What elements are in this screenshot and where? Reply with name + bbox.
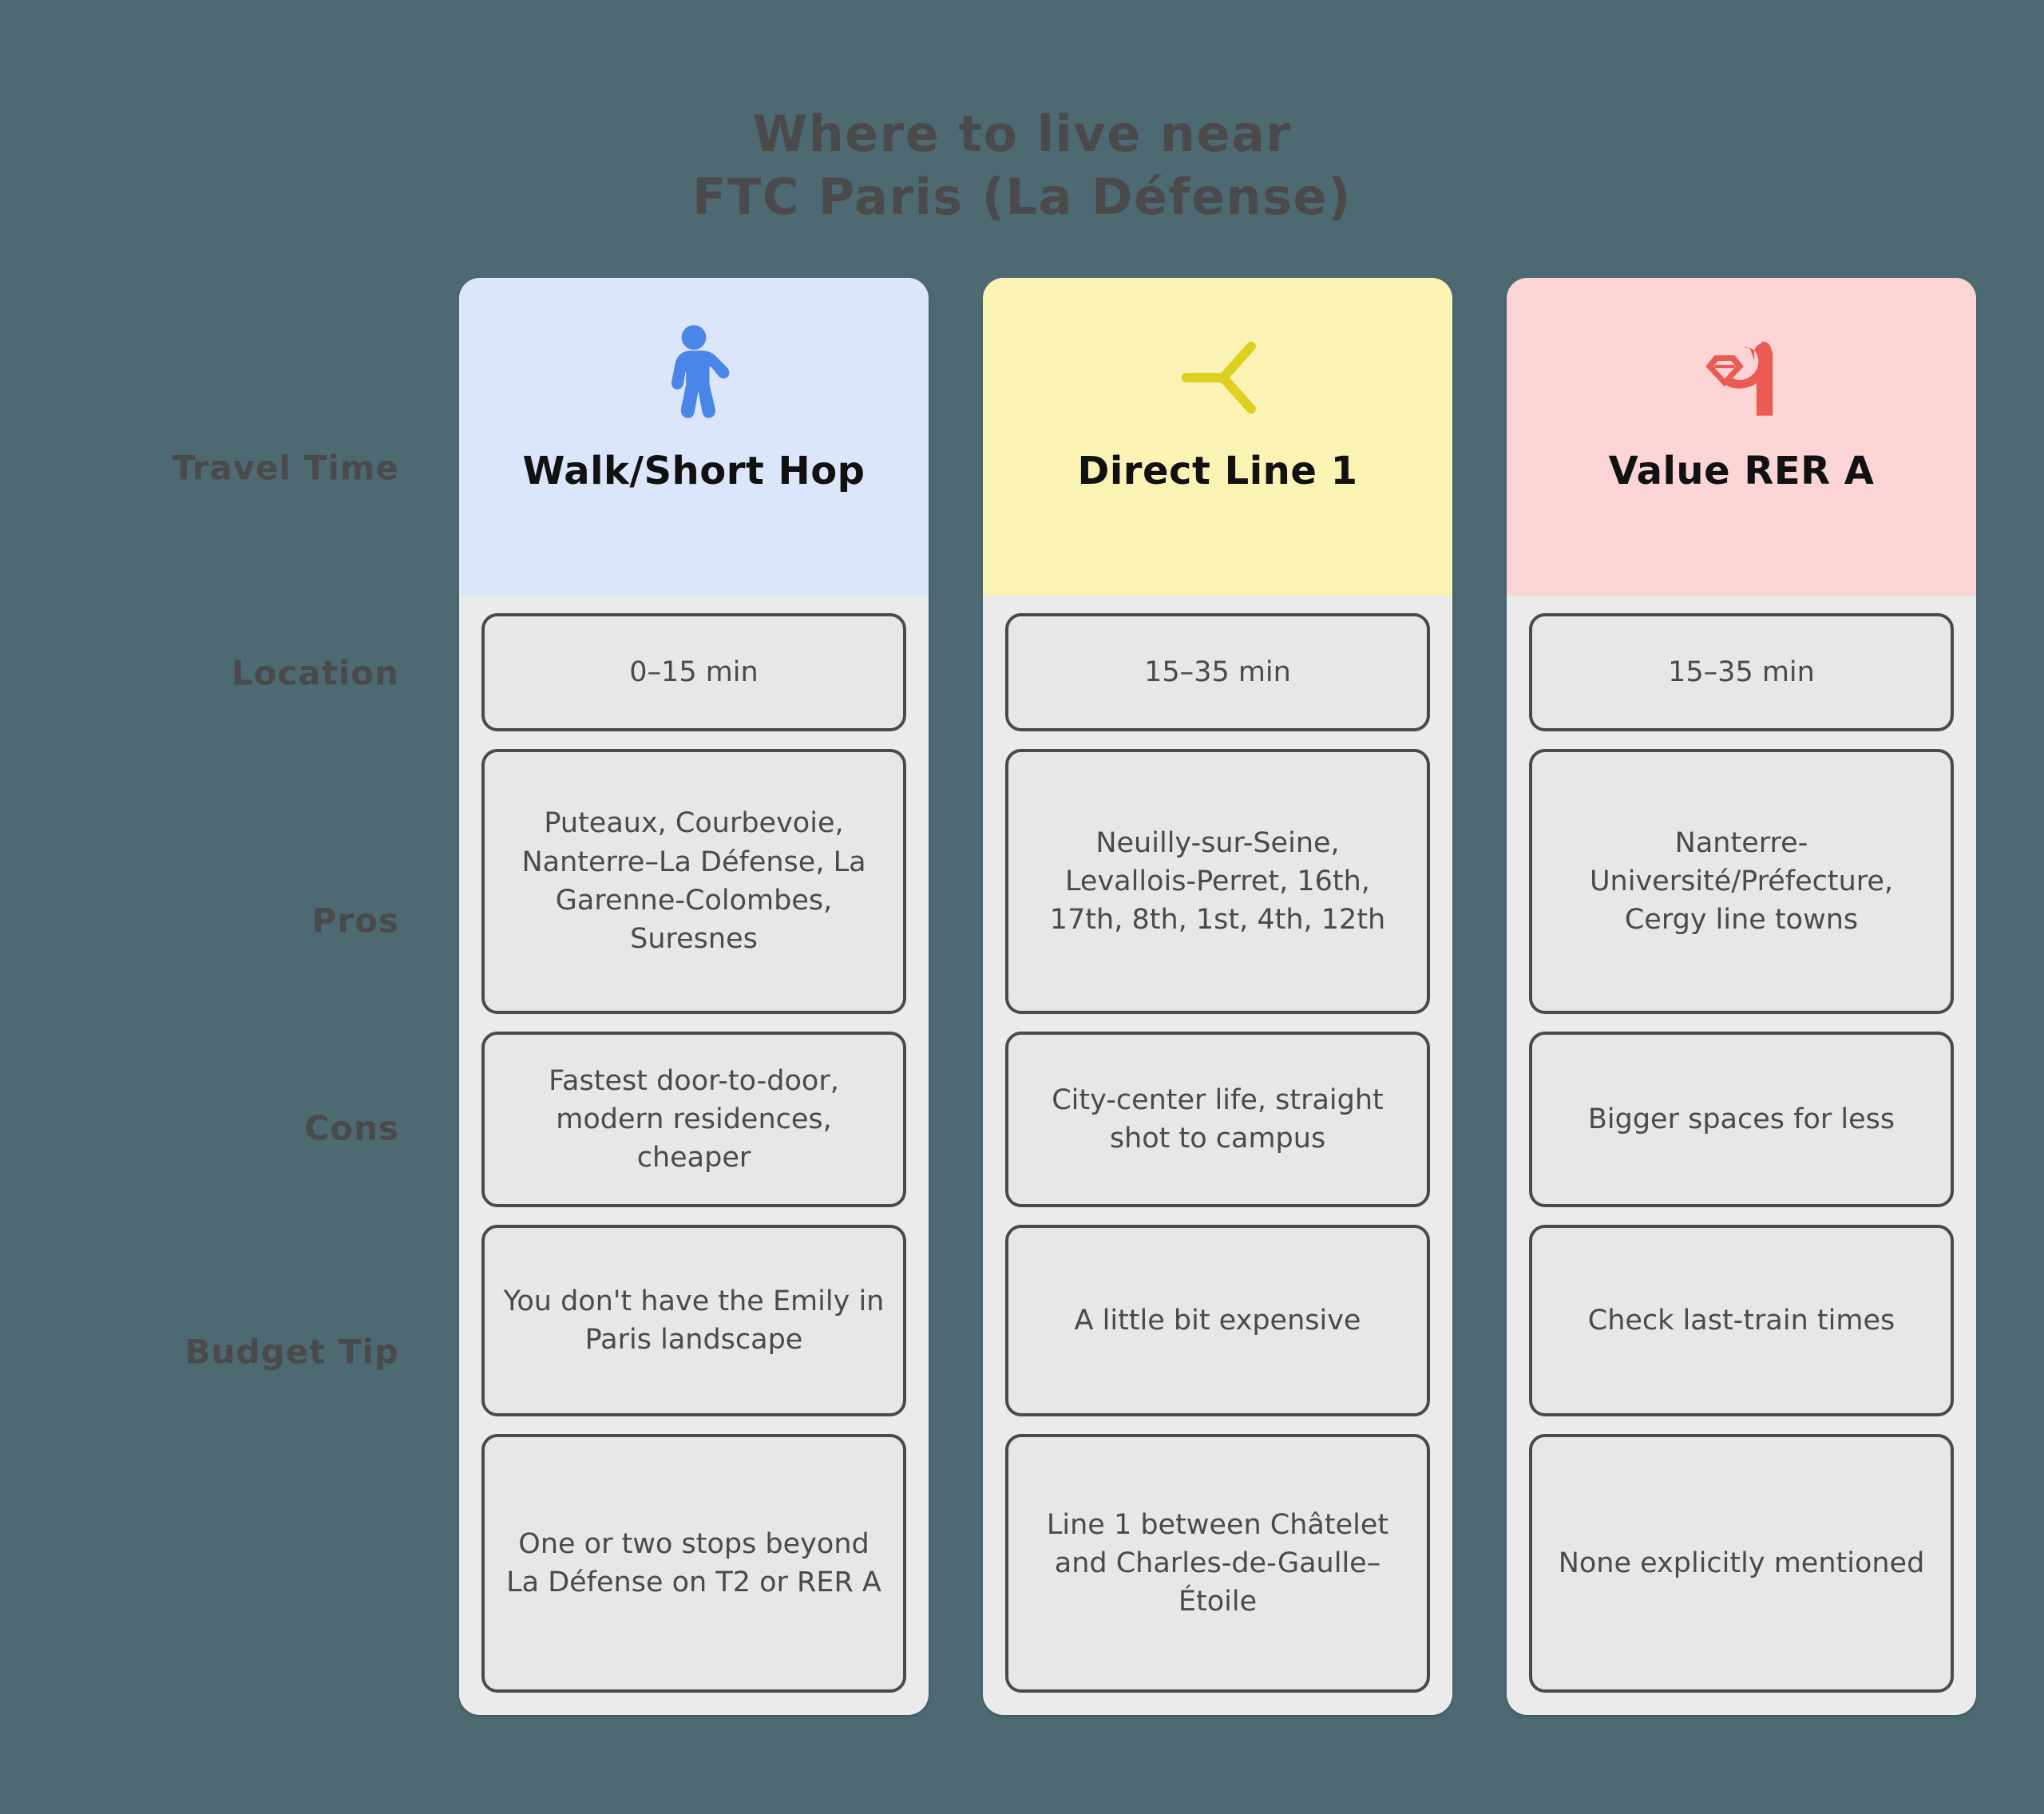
card-body-direct-line-1: 15–35 min Neuilly-sur-Seine, Levallois-P… [983, 596, 1452, 1715]
page-title-line-1: Where to live near [752, 105, 1292, 163]
cell-pros: Bigger spaces for less [1529, 1032, 1954, 1207]
row-label-travel-time: Travel Time [172, 448, 399, 488]
card-title-direct-line-1: Direct Line 1 [1077, 449, 1358, 493]
row-label-location: Location [231, 653, 399, 693]
card-value-rer-a[interactable]: Value RER A 15–35 min Nanterre-Universit… [1507, 278, 1976, 1715]
card-header-walk-short-hop: Walk/Short Hop [459, 278, 929, 596]
route-junction-icon [1158, 318, 1278, 438]
cell-location: Neuilly-sur-Seine, Levallois-Perret, 16t… [1005, 749, 1430, 1014]
walking-person-icon [634, 318, 754, 438]
card-walk-short-hop[interactable]: Walk/Short Hop 0–15 min Puteaux, Courbev… [459, 278, 929, 1715]
card-header-direct-line-1: Direct Line 1 [983, 278, 1452, 596]
card-title-value-rer-a: Value RER A [1608, 449, 1875, 493]
cell-cons: A little bit expensive [1005, 1225, 1430, 1416]
card-title-walk-short-hop: Walk/Short Hop [522, 449, 866, 493]
row-label-cons: Cons [304, 1108, 399, 1148]
cell-cons: You don't have the Emily in Paris landsc… [481, 1225, 906, 1416]
row-label-pros: Pros [311, 901, 399, 941]
cell-location: Nanterre-Université/Préfecture, Cergy li… [1529, 749, 1954, 1014]
row-label-budget-tip: Budget Tip [184, 1332, 399, 1372]
cell-travel-time: 15–35 min [1529, 613, 1954, 731]
row-label-column: Travel Time Location Pros Cons Budget Ti… [80, 278, 399, 1715]
comparison-grid: Travel Time Location Pros Cons Budget Ti… [0, 278, 2044, 1715]
page-title-line-2: FTC Paris (La Défense) [692, 168, 1352, 227]
cell-location: Puteaux, Courbevoie, Nanterre–La Défense… [481, 749, 906, 1014]
card-direct-line-1[interactable]: Direct Line 1 15–35 min Neuilly-sur-Sein… [983, 278, 1452, 1715]
cell-pros: Fastest door-to-door, modern residences,… [481, 1032, 906, 1207]
card-body-walk-short-hop: 0–15 min Puteaux, Courbevoie, Nanterre–L… [459, 596, 929, 1715]
cell-budget-tip: One or two stops beyond La Défense on T2… [481, 1434, 906, 1693]
cell-budget-tip: Line 1 between Châtelet and Charles-de-G… [1005, 1434, 1430, 1693]
card-body-value-rer-a: 15–35 min Nanterre-Université/Préfecture… [1507, 596, 1976, 1715]
hand-holding-gem-icon [1682, 318, 1801, 438]
cell-budget-tip: None explicitly mentioned [1529, 1434, 1954, 1693]
page-title: Where to live near FTC Paris (La Défense… [0, 102, 2044, 229]
cell-cons: Check last-train times [1529, 1225, 1954, 1416]
column-cards: Walk/Short Hop 0–15 min Puteaux, Courbev… [459, 278, 1976, 1715]
cell-pros: City-center life, straight shot to campu… [1005, 1032, 1430, 1207]
card-header-value-rer-a: Value RER A [1507, 278, 1976, 596]
cell-travel-time: 0–15 min [481, 613, 906, 731]
cell-travel-time: 15–35 min [1005, 613, 1430, 731]
